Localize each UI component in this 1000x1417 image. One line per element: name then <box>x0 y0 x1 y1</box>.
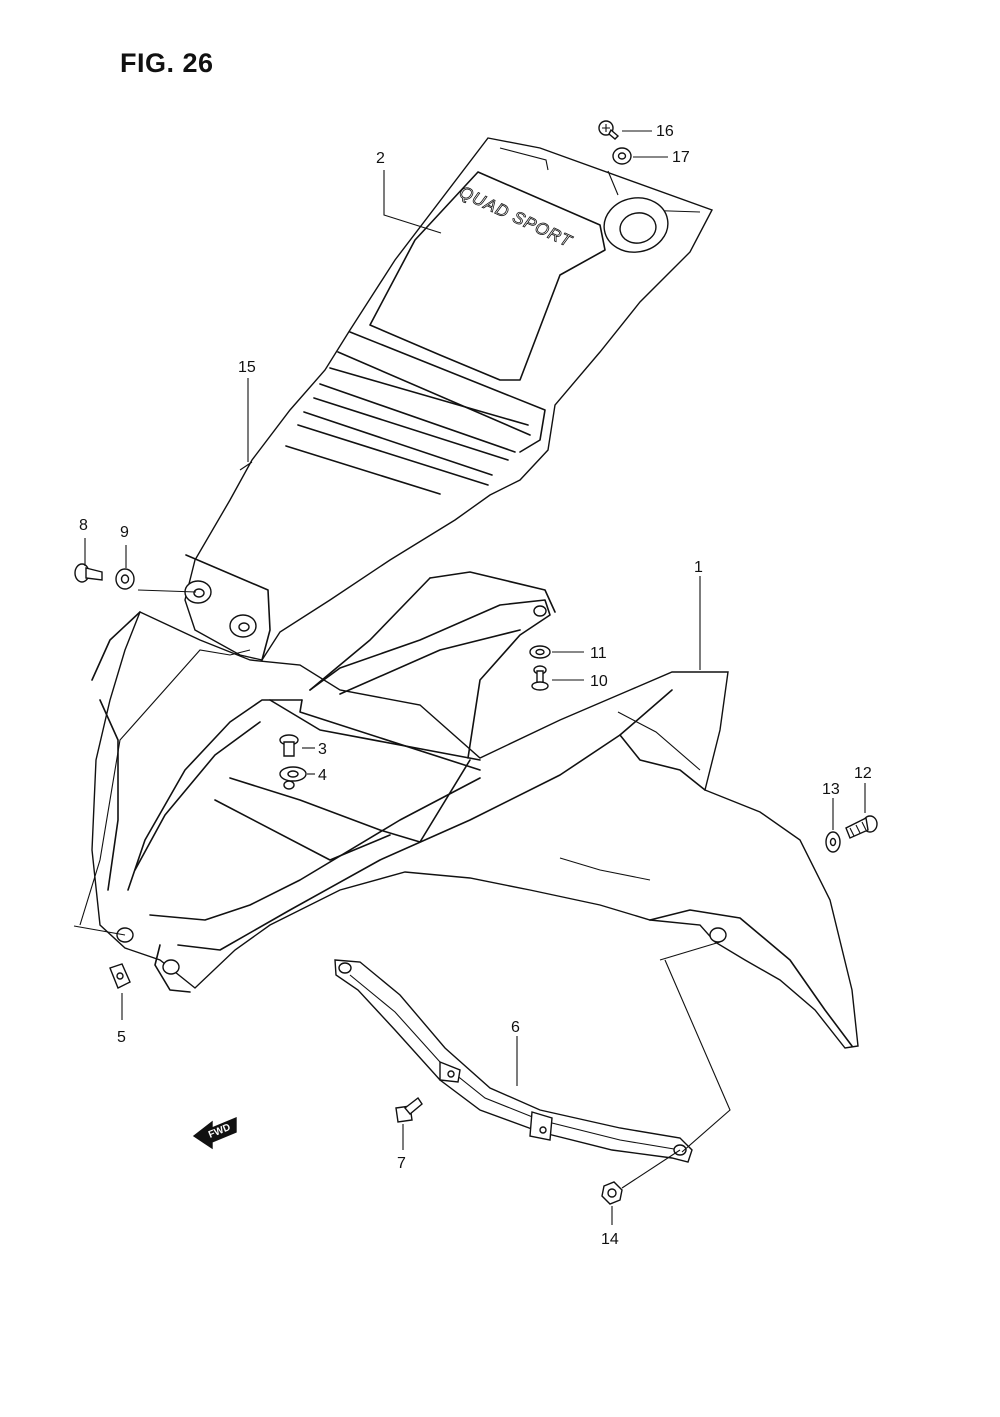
callout-3: 3 <box>318 741 327 758</box>
callout-8: 8 <box>79 517 88 534</box>
callout-10: 10 <box>590 673 608 690</box>
callout-1: 1 <box>694 559 703 576</box>
callout-labels: 16 17 2 15 8 9 1 11 10 3 4 12 13 5 6 7 1… <box>79 123 872 1248</box>
callout-11: 11 <box>590 645 607 662</box>
screw-10 <box>531 665 549 691</box>
figure-title: FIG. 26 <box>120 48 214 78</box>
washer-11 <box>529 645 551 659</box>
bolt-7 <box>395 1096 423 1123</box>
washer-17 <box>612 147 632 165</box>
clip-nut-5 <box>109 963 131 989</box>
callout-17: 17 <box>672 149 690 166</box>
washer-4 <box>279 766 307 782</box>
washer-9 <box>115 568 135 590</box>
callout-15: 15 <box>238 359 256 376</box>
upper-cowl-part-2-15: QUAD SPORT <box>184 137 713 661</box>
front-fender-part-1 <box>91 571 859 1049</box>
callout-2: 2 <box>376 150 385 167</box>
bolt-12 <box>845 815 878 839</box>
screw-16 <box>598 120 620 140</box>
callout-6: 6 <box>511 1019 520 1036</box>
screw-3 <box>279 734 299 757</box>
washer-13 <box>825 831 841 853</box>
fwd-arrow-icon: FWD <box>192 1116 237 1150</box>
callout-9: 9 <box>120 524 129 541</box>
callout-13: 13 <box>822 781 840 798</box>
callout-5: 5 <box>117 1029 126 1046</box>
callout-7: 7 <box>397 1155 406 1172</box>
brace-part-6 <box>334 959 693 1163</box>
bolt-8 <box>74 563 103 583</box>
callout-16: 16 <box>656 123 674 140</box>
leader-lines <box>73 130 866 1225</box>
nut-14 <box>601 1181 623 1205</box>
callout-14: 14 <box>601 1231 619 1248</box>
callout-4: 4 <box>318 767 327 784</box>
callout-12: 12 <box>854 765 872 782</box>
